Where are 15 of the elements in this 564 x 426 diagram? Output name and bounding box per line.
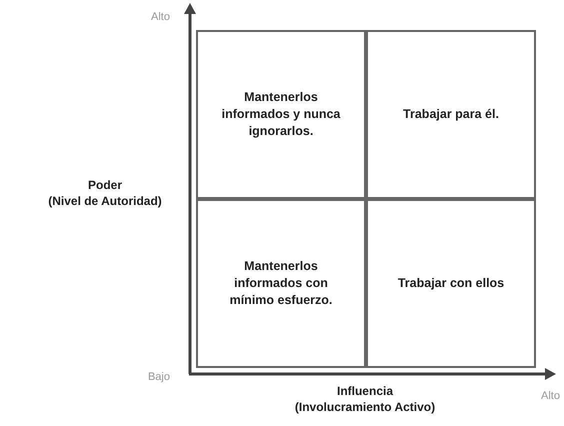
quadrant-cell — [196, 30, 366, 199]
axis-label: Alto — [541, 390, 560, 402]
quadrant-cell — [196, 199, 366, 368]
quadrant-text: Mantenerlos informados y nunca ignorarlos. — [220, 89, 342, 140]
axis-label: Influencia — [336, 384, 393, 398]
quadrant-text: Trabajar para él. — [403, 106, 499, 123]
quadrant-cell — [366, 30, 536, 199]
quadrant-text: Mantenerlos informados con mínimo esfuerzo. — [228, 258, 334, 309]
quadrant-cell — [366, 199, 536, 368]
axis-label: Bajo — [148, 371, 170, 383]
axis-label: Poder — [88, 178, 122, 192]
axis-label: (Involucramiento Activo) — [294, 400, 436, 414]
quadrant-text: Trabajar con ellos — [398, 275, 504, 292]
axis-label: (Nivel de Autoridad) — [48, 194, 162, 208]
axis-label: Alto — [151, 11, 170, 23]
